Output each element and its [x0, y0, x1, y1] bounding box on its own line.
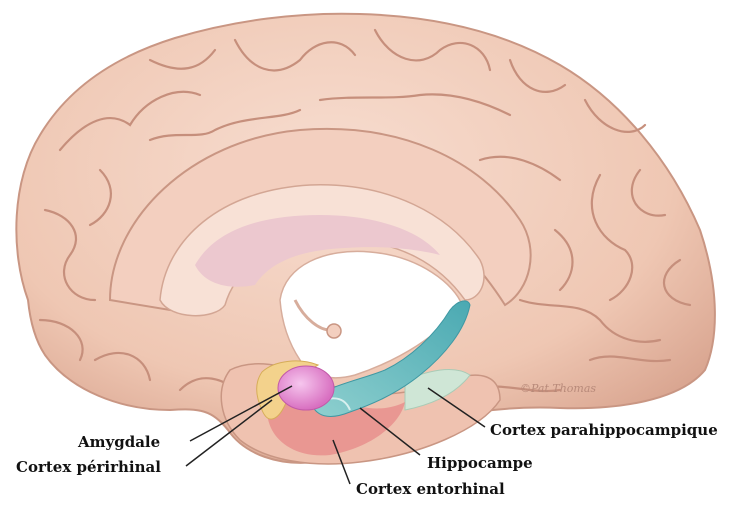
label-hippocampe: Hippocampe [427, 456, 533, 471]
label-amygdale: Amygdale [78, 435, 160, 450]
label-cortex-perirhinal: Cortex périrhinal [16, 460, 161, 475]
artist-signature: ©Pat Thomas [520, 382, 596, 395]
label-cortex-parahippocampique: Cortex parahippocampique [490, 423, 718, 438]
amygdala [278, 366, 334, 410]
label-cortex-entorhinal: Cortex entorhinal [356, 482, 505, 497]
mammillary-body [327, 324, 341, 338]
